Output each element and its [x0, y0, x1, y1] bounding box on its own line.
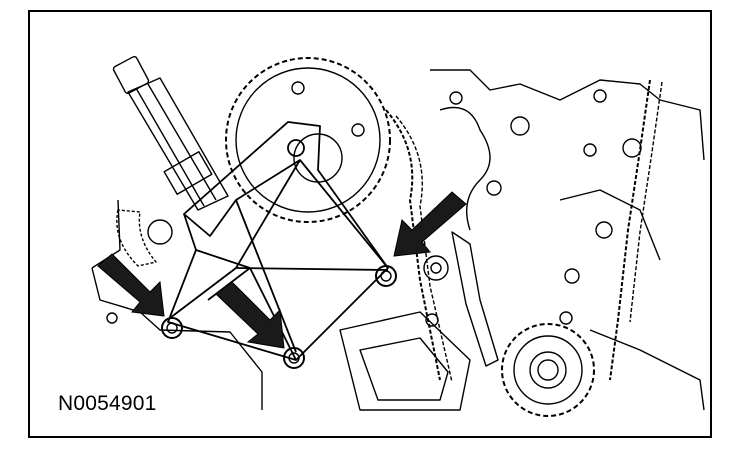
cylinder-head-right: [430, 69, 705, 261]
block-bolt-hole: [106, 312, 118, 324]
crankshaft-sprocket: [501, 323, 595, 417]
chain-left: [116, 209, 157, 267]
arrow-to-right-bolt: [393, 191, 467, 257]
bracket-bolt-left: [161, 317, 183, 339]
cam-sprocket-upper: [225, 57, 391, 223]
engine-block-outline: [91, 199, 263, 410]
arrow-to-left-bolt: [97, 253, 165, 317]
chain-guide: [451, 231, 499, 367]
bracket-bolt-bottom: [283, 347, 305, 369]
solenoid-actuator: [112, 56, 229, 211]
timing-chain-center: [385, 109, 441, 381]
arrow-to-bottom-bolt: [215, 281, 285, 349]
figure-id-label: N0054901: [58, 392, 157, 415]
timing-chain-right: [609, 79, 651, 381]
bracket-bolt-right: [375, 265, 397, 287]
